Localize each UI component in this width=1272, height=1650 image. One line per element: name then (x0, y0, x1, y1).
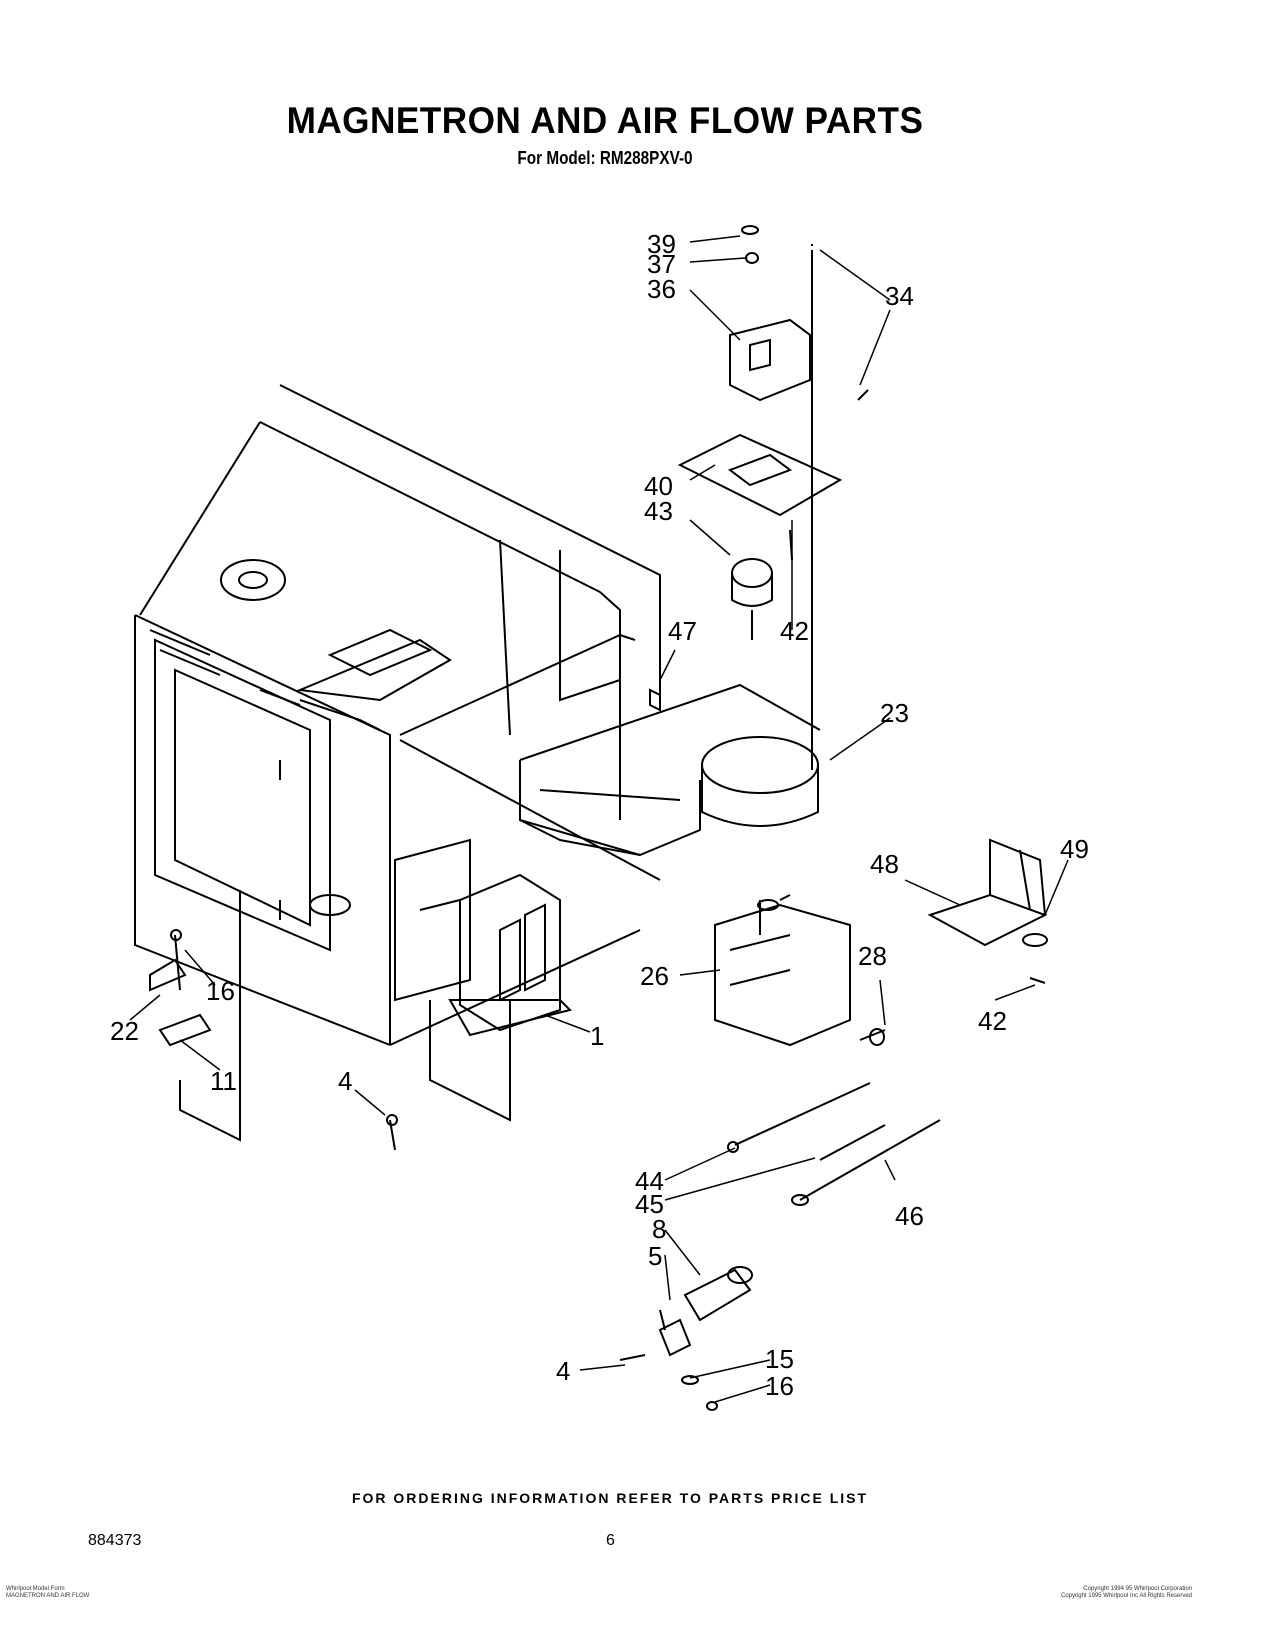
magnetron-part-26 (714, 894, 851, 1047)
document-number: 884373 (88, 1532, 142, 1549)
callout-48: 48 (870, 849, 899, 879)
callout-8: 8 (652, 1214, 666, 1244)
callout-42-lower: 42 (978, 1006, 1007, 1036)
footer-left-line-1: Whirlpool Model Form (6, 1586, 65, 1592)
callout-4-lower: 4 (556, 1356, 570, 1386)
callout-labels: 39 37 36 34 40 43 42 47 23 48 49 26 28 4… (110, 229, 1089, 1401)
wire-leads (727, 1082, 941, 1206)
footer-right-copyright: Copyright 1994 95 Whirlpool Corporation … (1061, 1586, 1192, 1600)
capacitor-assembly (658, 1266, 753, 1411)
footer-left-fineprint: Whirlpool Model Form MAGNETRON AND AIR F… (6, 1586, 89, 1600)
footer-right-line-2: Copyright 1995 Whirlpool Inc All Rights … (1060, 1593, 1192, 1599)
page-title: MAGNETRON AND AIR FLOW PARTS (286, 100, 924, 141)
callout-5: 5 (648, 1241, 662, 1271)
air-duct-part-23 (519, 683, 821, 857)
screw-fasteners (386, 529, 886, 1361)
transformer-part-1 (429, 873, 572, 1122)
callout-1: 1 (590, 1021, 604, 1051)
callout-34: 34 (885, 281, 914, 311)
callout-43: 43 (644, 496, 673, 526)
ordering-note: FOR ORDERING INFORMATION REFER TO PARTS … (351, 1490, 869, 1506)
callout-37: 37 (647, 249, 676, 279)
callout-26: 26 (640, 961, 669, 991)
callout-40: 40 (644, 471, 673, 501)
model-subtitle: For Model: RM288PXV-0 (517, 148, 693, 168)
callout-44: 44 (635, 1166, 664, 1196)
callout-36: 36 (647, 274, 676, 304)
page-number: 6 (606, 1532, 615, 1549)
footer-right-line-1: Copyright 1994 95 Whirlpool Corporation (1083, 1586, 1192, 1592)
callout-49: 49 (1060, 834, 1089, 864)
callout-45: 45 (635, 1189, 664, 1219)
callout-46: 46 (895, 1201, 924, 1231)
callout-47: 47 (668, 616, 697, 646)
callout-4-left: 4 (338, 1066, 352, 1096)
callout-16-lower: 16 (765, 1371, 794, 1401)
fuse-holder-parts (149, 890, 241, 1142)
callout-15: 15 (765, 1344, 794, 1374)
callout-11: 11 (210, 1066, 237, 1096)
callout-42-upper: 42 (780, 616, 809, 646)
fan-motor-assembly (677, 225, 869, 770)
callout-16-left: 16 (206, 976, 235, 1006)
callout-39: 39 (647, 229, 676, 259)
callout-22: 22 (110, 1016, 139, 1046)
callout-28: 28 (858, 941, 887, 971)
cabinet-drawing (134, 384, 661, 1046)
callout-23: 23 (880, 698, 909, 728)
leader-lines (129, 235, 1069, 1403)
bracket-part-48 (927, 838, 1048, 984)
footer-left-line-2: MAGNETRON AND AIR FLOW (6, 1593, 90, 1599)
